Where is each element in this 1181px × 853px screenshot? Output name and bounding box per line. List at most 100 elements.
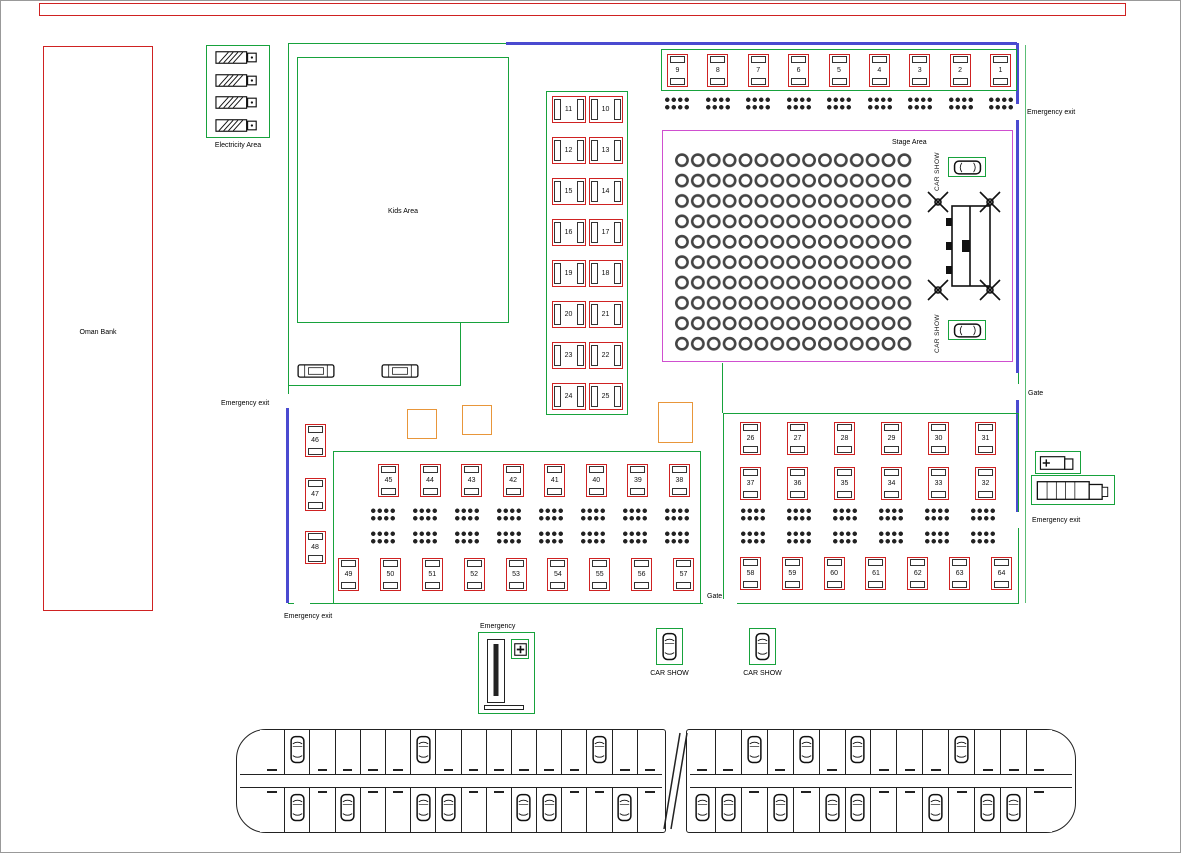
parking-stall[interactable]: [587, 730, 613, 774]
parking-stall[interactable]: [767, 788, 794, 832]
parking-stall[interactable]: [949, 730, 976, 774]
parking-stall[interactable]: [411, 730, 437, 774]
booth-33[interactable]: 33: [928, 466, 949, 500]
parking-stall[interactable]: [335, 730, 361, 774]
booth-27[interactable]: 27: [787, 421, 808, 455]
booth-29[interactable]: 29: [881, 421, 902, 455]
booth-25[interactable]: 25: [588, 383, 623, 410]
parking-stall[interactable]: [285, 730, 311, 774]
parking-stall[interactable]: [310, 788, 336, 832]
parking-stall[interactable]: [975, 788, 1002, 832]
parking-stall[interactable]: [436, 788, 462, 832]
parking-stall[interactable]: [767, 730, 794, 774]
parking-stall[interactable]: [637, 730, 662, 774]
parking-stall[interactable]: [436, 730, 462, 774]
booth-31[interactable]: 31: [975, 421, 996, 455]
booth-43[interactable]: 43: [461, 463, 483, 497]
booth-56[interactable]: 56: [631, 557, 653, 591]
parking-stall[interactable]: [260, 730, 286, 774]
booth-57[interactable]: 57: [673, 557, 694, 591]
booth-46[interactable]: 46: [304, 424, 326, 457]
booth-16[interactable]: 16: [551, 219, 586, 246]
booth-51[interactable]: 51: [421, 557, 443, 591]
parking-stall[interactable]: [511, 788, 538, 832]
parking-stall[interactable]: [562, 788, 588, 832]
parking-stall[interactable]: [385, 730, 412, 774]
booth-21[interactable]: 21: [588, 301, 623, 328]
booth-41[interactable]: 41: [544, 463, 566, 497]
booth-63[interactable]: 63: [949, 556, 971, 590]
parking-stall[interactable]: [637, 788, 662, 832]
booth-59[interactable]: 59: [781, 556, 803, 590]
parking-stall[interactable]: [385, 788, 412, 832]
parking-stall[interactable]: [949, 788, 976, 832]
booth-14[interactable]: 14: [588, 178, 623, 205]
booth-37[interactable]: 37: [740, 466, 761, 500]
booth-12[interactable]: 12: [551, 137, 586, 164]
emergency-exit-opening[interactable]: [294, 599, 310, 608]
parking-stall[interactable]: [1026, 788, 1052, 832]
booth-45[interactable]: 45: [378, 463, 399, 497]
booth-8[interactable]: 8: [707, 53, 729, 87]
booth-30[interactable]: 30: [928, 421, 949, 455]
parking-stall[interactable]: [360, 788, 386, 832]
parking-stall[interactable]: [461, 730, 487, 774]
parking-stall[interactable]: [923, 788, 950, 832]
parking-stall[interactable]: [793, 788, 820, 832]
parking-stall[interactable]: [897, 788, 924, 832]
parking-stall[interactable]: [511, 730, 538, 774]
booth-20[interactable]: 20: [551, 301, 586, 328]
parking-stall[interactable]: [1001, 730, 1027, 774]
parking-stall[interactable]: [310, 730, 336, 774]
parking-stall[interactable]: [715, 788, 742, 832]
booth-5[interactable]: 5: [828, 53, 850, 87]
parking-stall[interactable]: [897, 730, 924, 774]
booth-3[interactable]: 3: [909, 53, 931, 87]
parking-stall[interactable]: [819, 788, 846, 832]
booth-54[interactable]: 54: [547, 557, 569, 591]
parking-stall[interactable]: [690, 730, 716, 774]
booth-49[interactable]: 49: [338, 557, 359, 591]
parking-stall[interactable]: [537, 730, 563, 774]
booth-7[interactable]: 7: [747, 53, 769, 87]
emergency-exit-opening[interactable]: [1013, 104, 1023, 120]
parking-stall[interactable]: [923, 730, 950, 774]
booth-58[interactable]: 58: [740, 556, 761, 590]
parking-stall[interactable]: [793, 730, 820, 774]
booth-13[interactable]: 13: [588, 137, 623, 164]
parking-stall[interactable]: [587, 788, 613, 832]
booth-61[interactable]: 61: [865, 556, 887, 590]
booth-35[interactable]: 35: [834, 466, 855, 500]
parking-stall[interactable]: [486, 788, 512, 832]
booth-19[interactable]: 19: [551, 260, 586, 287]
booth-39[interactable]: 39: [627, 463, 649, 497]
parking-stall[interactable]: [741, 730, 768, 774]
parking-stall[interactable]: [461, 788, 487, 832]
parking-stall[interactable]: [1001, 788, 1027, 832]
gate-opening[interactable]: [703, 599, 737, 608]
booth-11[interactable]: 11: [551, 96, 586, 123]
booth-17[interactable]: 17: [588, 219, 623, 246]
parking-stall[interactable]: [335, 788, 361, 832]
emergency-exit-opening[interactable]: [283, 394, 292, 408]
parking-stall[interactable]: [360, 730, 386, 774]
parking-stall[interactable]: [871, 788, 898, 832]
booth-62[interactable]: 62: [907, 556, 929, 590]
booth-18[interactable]: 18: [588, 260, 623, 287]
booth-26[interactable]: 26: [740, 421, 761, 455]
booth-9[interactable]: 9: [667, 53, 688, 87]
parking-stall[interactable]: [260, 788, 286, 832]
parking-stall[interactable]: [741, 788, 768, 832]
booth-15[interactable]: 15: [551, 178, 586, 205]
booth-47[interactable]: 47: [304, 477, 326, 511]
parking-stall[interactable]: [486, 730, 512, 774]
emergency-exit-opening[interactable]: [1013, 512, 1023, 528]
booth-60[interactable]: 60: [823, 556, 845, 590]
booth-10[interactable]: 10: [588, 96, 623, 123]
booth-40[interactable]: 40: [585, 463, 607, 497]
parking-stall[interactable]: [975, 730, 1002, 774]
booth-53[interactable]: 53: [505, 557, 527, 591]
parking-stall[interactable]: [871, 730, 898, 774]
booth-52[interactable]: 52: [463, 557, 485, 591]
booth-24[interactable]: 24: [551, 383, 586, 410]
